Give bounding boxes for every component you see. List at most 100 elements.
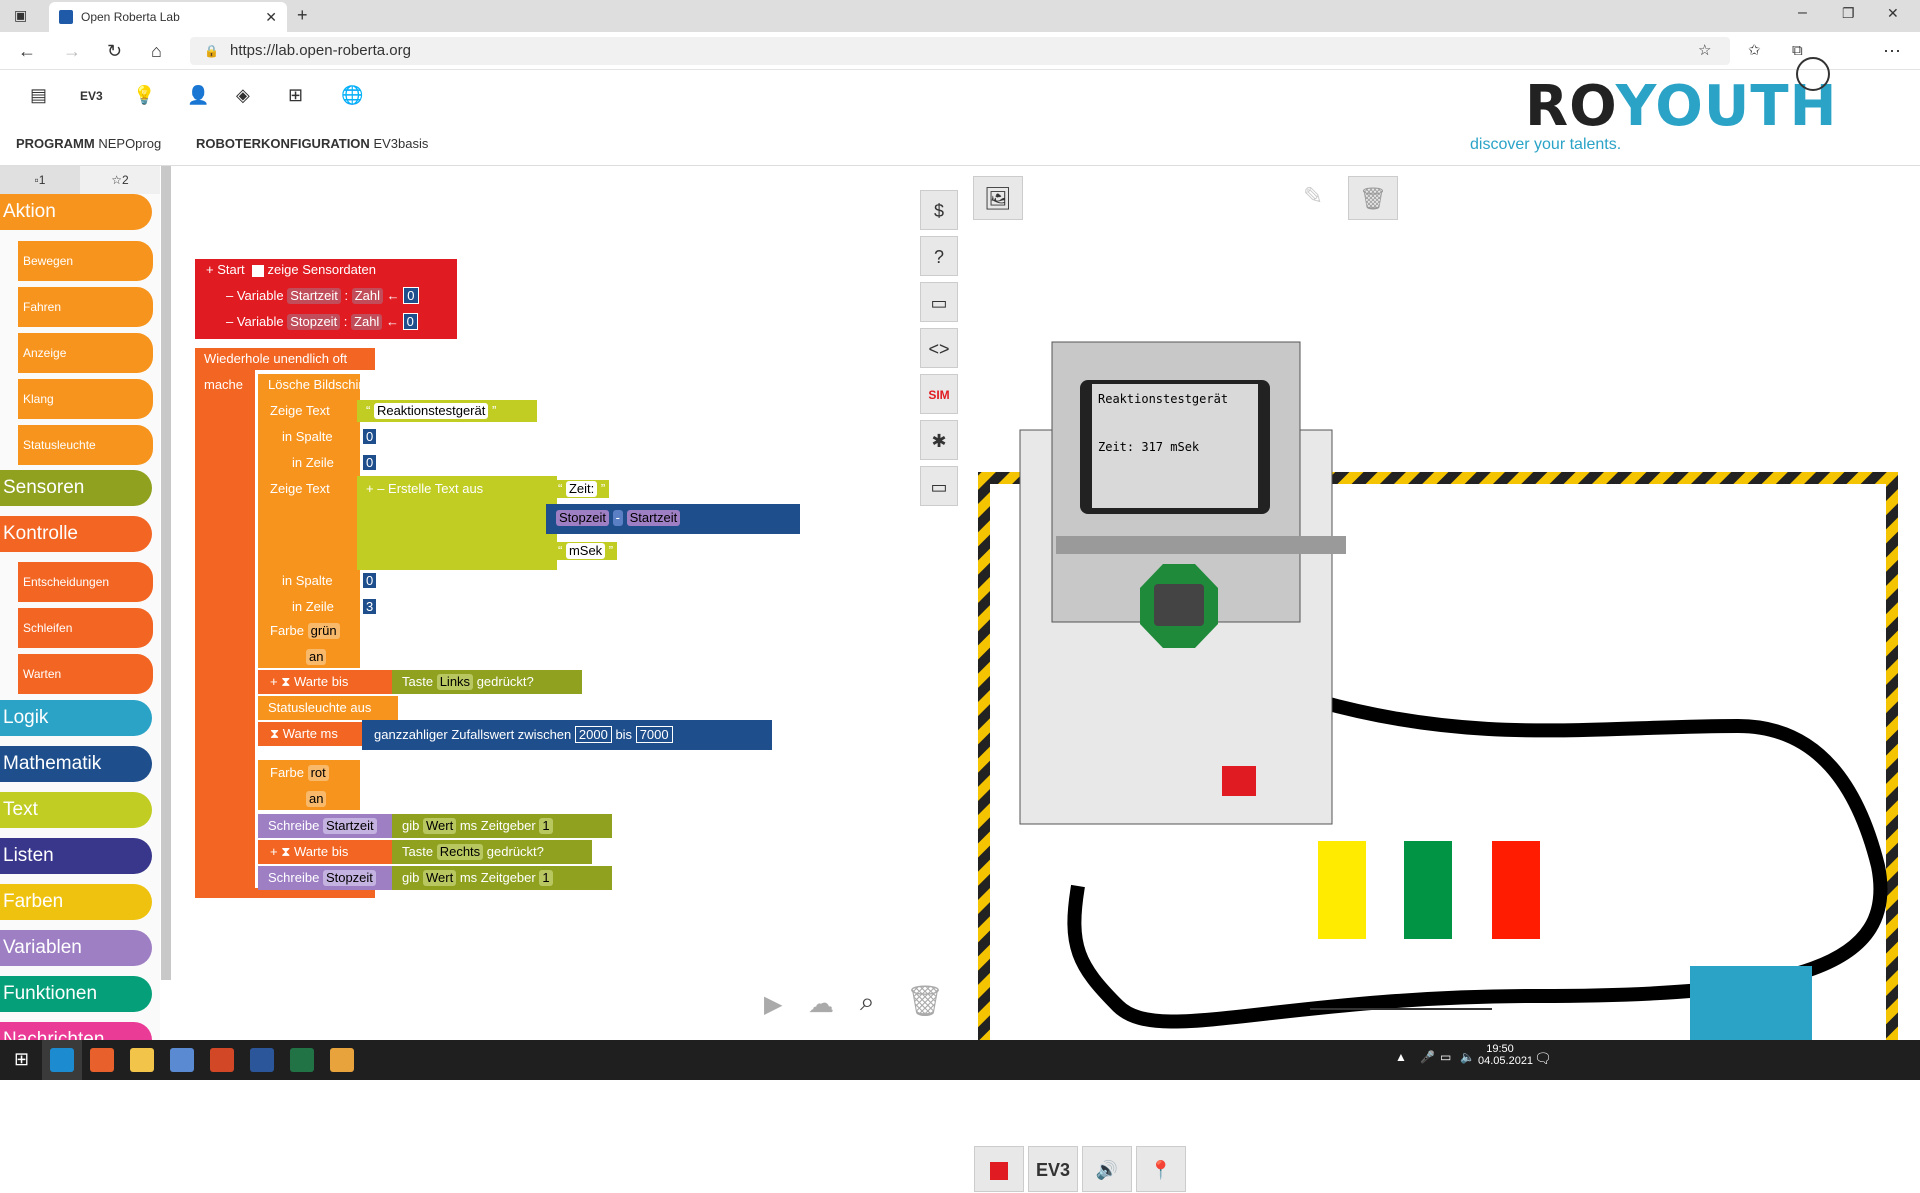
category-fahren[interactable]: Fahren [18, 287, 153, 327]
random-block[interactable] [362, 720, 772, 750]
category-aktion[interactable]: Aktion [0, 194, 152, 230]
firefox-icon[interactable] [90, 1048, 114, 1072]
category-funktionen[interactable]: Funktionen [0, 976, 152, 1012]
restore-icon[interactable]: ❐ [1842, 5, 1855, 21]
program-menu-icon[interactable]: ▤ [30, 85, 48, 105]
wait-right-block[interactable] [258, 840, 398, 864]
gallery-icon[interactable]: ◈ [236, 85, 250, 105]
tab-robot-config[interactable]: ROBOTERKONFIGURATION EV3basis [196, 136, 429, 151]
powerpoint-icon[interactable] [210, 1048, 234, 1072]
reload-icon[interactable]: ↻ [107, 41, 123, 61]
user-icon[interactable]: 👤 [187, 85, 210, 105]
zoom-icon[interactable]: ⌕ [860, 986, 875, 1016]
category-listen[interactable]: Listen [0, 838, 152, 874]
category-sensoren[interactable]: Sensoren [0, 470, 152, 506]
code-view-button[interactable]: $ [920, 190, 958, 230]
minimize-icon[interactable]: – [1798, 4, 1807, 21]
debug-button[interactable]: ✱ [920, 420, 958, 460]
create-text-block[interactable] [357, 476, 557, 570]
category-text[interactable]: Text [0, 792, 152, 828]
blockly-workspace[interactable]: + Start zeige Sensordaten – Variable Sta… [172, 166, 957, 1040]
toolbox-tab-1[interactable]: ▫1 [0, 166, 80, 194]
image-icon[interactable]: 🖼 [973, 176, 1023, 220]
category-logik[interactable]: Logik [0, 700, 152, 736]
clear-screen-block[interactable]: Lösche Bildschirm [268, 377, 374, 392]
show-text2-label: Zeige Text [270, 481, 330, 496]
network-icon[interactable]: ▭ [1440, 1050, 1452, 1064]
excel-icon[interactable] [290, 1048, 314, 1072]
explorer-icon[interactable] [130, 1048, 154, 1072]
write-stopzeit-row: Schreibe Stopzeit [264, 869, 380, 887]
category-nachrichten[interactable]: Nachrichten [0, 1022, 152, 1040]
category-statusleuchte[interactable]: Statusleuchte [18, 425, 153, 465]
category-bewegen[interactable]: Bewegen [18, 241, 153, 281]
ev3-button[interactable]: EV3 [1028, 1146, 1078, 1192]
category-schleifen[interactable]: Schleifen [18, 608, 153, 648]
favorites-icon[interactable]: ✩ [1748, 42, 1761, 59]
edge-taskbar-item[interactable] [42, 1040, 82, 1080]
url-input[interactable]: 🔒 https://lab.open-roberta.org [190, 37, 1730, 65]
category-klang[interactable]: Klang [18, 379, 153, 419]
show-text-label: Zeige Text [270, 403, 330, 418]
calculator-icon[interactable] [170, 1048, 194, 1072]
robot-menu[interactable]: EV3 [80, 89, 103, 103]
write-startzeit-row: Schreibe Startzeit [264, 817, 381, 835]
legal-button[interactable]: ▭ [920, 466, 958, 506]
close-tab-icon[interactable]: ✕ [265, 8, 277, 25]
info-button[interactable]: ▭ [920, 282, 958, 322]
volume-icon[interactable]: 🔈 [1460, 1050, 1475, 1064]
category-farben[interactable]: Farben [0, 884, 152, 920]
code-button[interactable]: <> [920, 328, 958, 368]
location-button[interactable]: 📍 [1136, 1146, 1186, 1192]
edit-icon[interactable]: ✎ [1303, 183, 1324, 210]
outlook-icon[interactable] [330, 1048, 354, 1072]
windows-start-icon[interactable]: ⊞ [14, 1049, 30, 1069]
favorite-star-icon[interactable]: ☆ [1698, 42, 1712, 59]
mic-icon[interactable]: 🎤 [1420, 1050, 1435, 1064]
status-off-block[interactable] [258, 696, 398, 720]
category-anzeige[interactable]: Anzeige [18, 333, 153, 373]
more-icon[interactable]: ⋯ [1883, 41, 1901, 61]
tray-chevron-icon[interactable]: ▲ [1395, 1050, 1407, 1064]
apps-grid-icon[interactable]: ⊞ [288, 85, 304, 105]
help-bulb-icon[interactable]: 💡 [133, 85, 156, 105]
wait-left-block[interactable] [258, 670, 398, 694]
category-entscheidungen[interactable]: Entscheidungen [18, 562, 153, 602]
category-kontrolle[interactable]: Kontrolle [0, 516, 152, 552]
window-menu-icon[interactable]: ▣ [14, 7, 28, 23]
trash-icon[interactable]: 🗑 [906, 985, 945, 1018]
category-warten[interactable]: Warten [18, 654, 153, 694]
sim-scene[interactable]: Reaktionstestgerät Zeit: 317 mSek ✕ [978, 306, 1898, 1046]
category-variablen[interactable]: Variablen [0, 930, 152, 966]
back-icon[interactable]: ← [18, 41, 36, 61]
toolbox-tab-2[interactable]: ☆2 [80, 166, 160, 194]
minus-expr: Stopzeit - Startzeit [552, 509, 684, 527]
word-icon[interactable] [250, 1048, 274, 1072]
help-button[interactable]: ? [920, 236, 958, 276]
language-globe-icon[interactable]: 🌐 [341, 85, 364, 105]
tab-program[interactable]: PROGRAMM NEPOprog [16, 136, 162, 151]
display-blocks[interactable] [258, 374, 360, 664]
collections-icon[interactable]: ⧉ [1792, 42, 1803, 59]
sim-button[interactable]: SIM [920, 374, 958, 414]
toolbox-scrollbar[interactable] [161, 166, 171, 980]
notification-icon[interactable]: 🗨 [1534, 1050, 1552, 1066]
sensor-checkbox[interactable] [251, 264, 264, 277]
col2-value: 0 [358, 572, 381, 590]
category-mathematik[interactable]: Mathematik [0, 746, 152, 782]
loop-block[interactable] [195, 348, 255, 898]
sound-button[interactable]: 🔊 [1082, 1146, 1132, 1192]
run-icon[interactable]: ▶ [764, 991, 783, 1018]
browser-tab[interactable]: Open Roberta Lab ✕ [49, 2, 287, 32]
home-icon[interactable]: ⌂ [151, 41, 162, 61]
sim-trash-icon[interactable]: 🗑 [1348, 176, 1398, 220]
close-window-icon[interactable]: ✕ [1887, 5, 1899, 21]
forward-icon[interactable]: → [63, 41, 81, 61]
key-right-block[interactable] [392, 840, 592, 864]
stop-button[interactable] [974, 1146, 1024, 1192]
cloud-icon[interactable]: ☁ [808, 988, 834, 1018]
new-tab-icon[interactable]: + [297, 5, 308, 25]
wait-ms-block[interactable] [258, 722, 368, 746]
key-left-block[interactable] [392, 670, 582, 694]
